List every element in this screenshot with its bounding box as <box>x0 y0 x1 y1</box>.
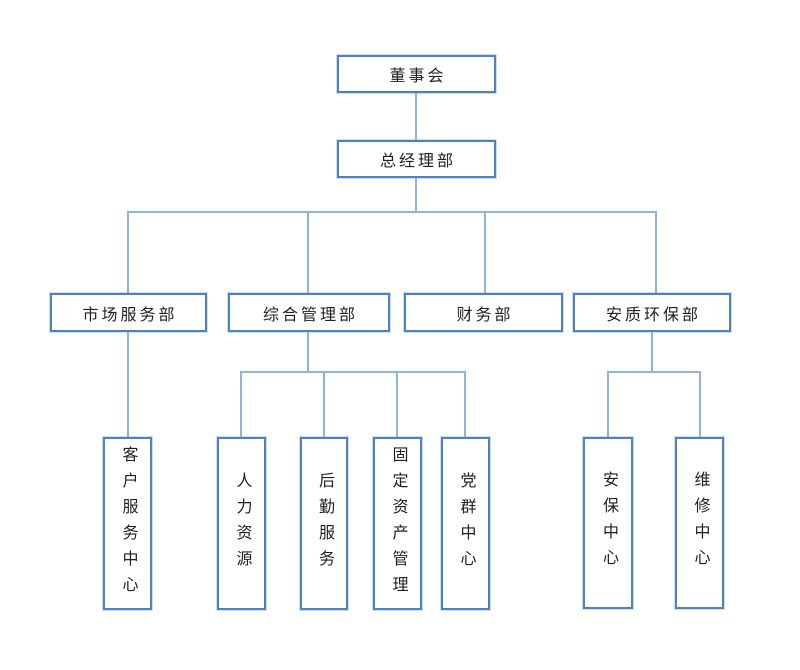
node-market-service-dept: 市场服务部 <box>50 293 207 332</box>
connector-line <box>240 371 242 437</box>
connector-line <box>323 371 325 437</box>
node-general-admin-dept: 综合管理部 <box>228 293 390 332</box>
connector-line <box>607 371 701 373</box>
connector-line <box>651 332 653 373</box>
connector-line <box>699 371 701 437</box>
connector-line <box>396 371 398 437</box>
node-safety-quality-env-dept: 安质环保部 <box>573 293 731 332</box>
connector-line <box>415 178 417 212</box>
connector-line <box>127 332 129 437</box>
node-fixed-assets-management: 固定资产管理 <box>373 437 422 610</box>
node-board-of-directors: 董事会 <box>337 55 496 93</box>
connector-line <box>464 371 466 437</box>
node-human-resources: 人力资源 <box>217 437 266 610</box>
connector-line <box>240 371 466 373</box>
connector-line <box>307 332 309 373</box>
connector-line <box>415 93 417 140</box>
node-general-manager-dept: 总经理部 <box>337 140 496 178</box>
node-maintenance-center: 维修中心 <box>675 437 724 609</box>
connector-line <box>127 211 129 293</box>
connector-line <box>655 211 657 293</box>
node-finance-dept: 财务部 <box>404 293 563 332</box>
connector-line <box>607 371 609 437</box>
node-customer-service-center: 客户服务中心 <box>103 437 152 610</box>
connector-line <box>484 211 486 293</box>
connector-line <box>127 211 657 213</box>
connector-line <box>307 211 309 293</box>
node-security-center: 安保中心 <box>583 437 633 609</box>
node-logistics-service: 后勤服务 <box>300 437 348 610</box>
node-party-group-center: 党群中心 <box>441 437 490 610</box>
